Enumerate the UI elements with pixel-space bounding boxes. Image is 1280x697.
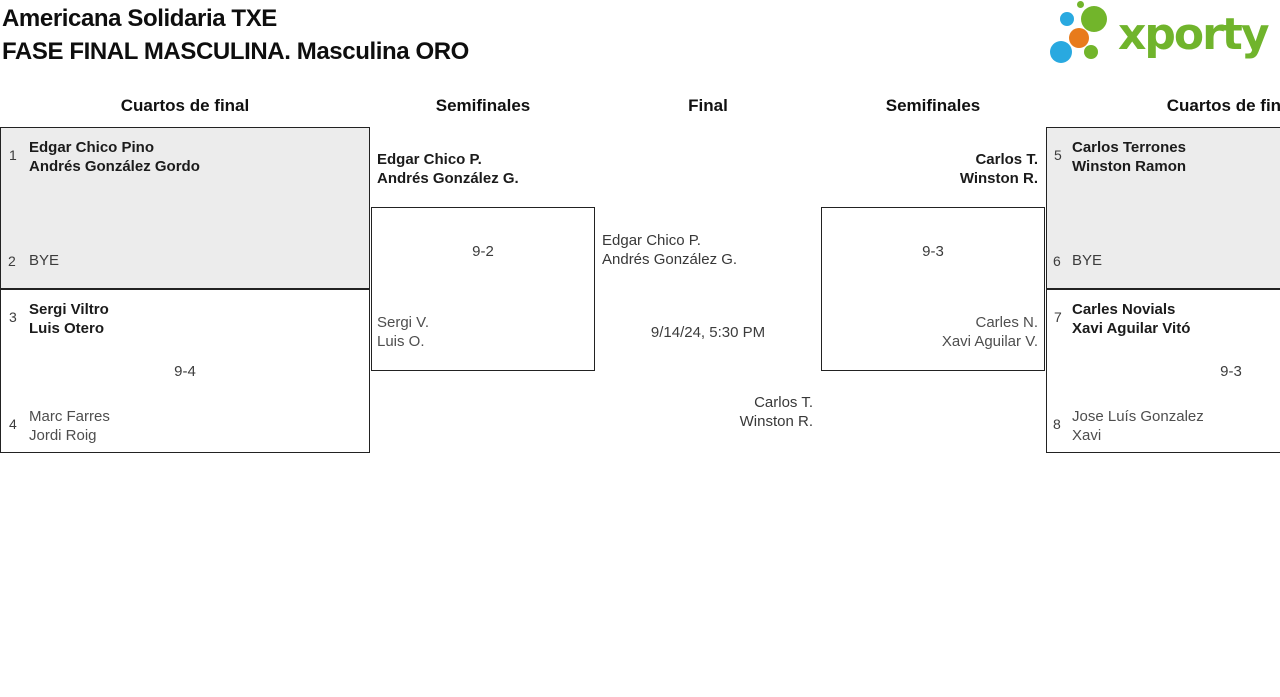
event-name: Americana Solidaria TXE: [2, 5, 277, 32]
page-title: Americana Solidaria TXE FASE FINAL MASCU…: [2, 2, 469, 68]
player-name: Sergi Viltro: [29, 301, 109, 318]
match-box-qf-right-1[interactable]: [1046, 127, 1280, 289]
player-name: Winston Ramon: [1072, 158, 1187, 175]
team-name: Carles N. Xavi Aguilar V.: [821, 313, 1038, 351]
round-header-semifinals-right: Semifinales: [885, 96, 981, 115]
round-header-semifinals-left: Semifinales: [435, 96, 531, 115]
player-name: Andrés González Gordo: [29, 158, 200, 175]
seed-number: 5: [1054, 147, 1062, 163]
round-header-quarterfinals-left: Cuartos de final: [120, 96, 250, 115]
round-header-final: Final: [688, 96, 728, 115]
team-name: Sergi V. Luis O.: [377, 313, 429, 351]
team-name: Edgar Chico Pino Andrés González Gordo: [29, 138, 200, 176]
team-name: Carlos Terrones Winston Ramon: [1072, 138, 1186, 176]
logo-dot-icon: [1050, 41, 1072, 63]
player-name: Jordi Roig: [29, 427, 97, 444]
team-name: Carlos T. Winston R.: [821, 150, 1038, 188]
seed-number: 3: [9, 309, 17, 325]
player-name: Xavi Aguilar Vitó: [1072, 320, 1191, 337]
player-name: Carlos T.: [975, 151, 1038, 168]
match-score: 9-3: [922, 243, 944, 260]
player-name: Marc Farres: [29, 408, 110, 425]
match-score: 9-2: [472, 243, 494, 260]
player-name: Winston R.: [739, 413, 813, 430]
player-name: Carles Novials: [1072, 301, 1176, 318]
bye-label: BYE: [29, 252, 60, 269]
player-name: Andrés González G.: [377, 170, 519, 187]
logo-dot-icon: [1077, 1, 1084, 8]
player-name: Winston R.: [959, 170, 1038, 187]
match-box-qf-left-2[interactable]: [0, 289, 370, 453]
player-name: Edgar Chico Pino: [29, 139, 155, 156]
player-name: Sergi V.: [377, 314, 429, 331]
seed-number: 2: [8, 253, 16, 269]
team-name: Edgar Chico P. Andrés González G.: [377, 150, 519, 188]
bye-label: BYE: [1072, 252, 1103, 269]
team-name: Carlos T. Winston R.: [596, 393, 813, 431]
seed-number: 4: [9, 416, 17, 432]
team-name: Jose Luís Gonzalez Xavi: [1072, 407, 1204, 445]
logo-dot-icon: [1060, 12, 1074, 26]
match-box-sf-left[interactable]: [371, 207, 595, 371]
team-name: Marc Farres Jordi Roig: [29, 407, 110, 445]
team-name: Sergi Viltro Luis Otero: [29, 300, 109, 338]
final-datetime: 9/14/24, 5:30 PM: [650, 324, 766, 341]
player-name: Carlos Terrones: [1072, 139, 1186, 156]
xporty-logo[interactable]: xporty: [1046, 0, 1278, 75]
player-name: Edgar Chico P.: [377, 151, 482, 168]
player-name: Andrés González G.: [602, 251, 738, 268]
player-name: Jose Luís Gonzalez: [1072, 408, 1204, 425]
xporty-wordmark: xporty: [1118, 9, 1270, 60]
player-name: Xavi: [1072, 427, 1102, 444]
logo-dot-icon: [1069, 28, 1089, 48]
seed-number: 1: [9, 147, 17, 163]
match-score: 9-4: [174, 363, 196, 380]
team-name: Carles Novials Xavi Aguilar Vitó: [1072, 300, 1190, 338]
player-name: Carlos T.: [754, 394, 813, 411]
player-name: Edgar Chico P.: [602, 232, 701, 249]
seed-number: 8: [1053, 416, 1061, 432]
match-box-sf-right[interactable]: [821, 207, 1045, 371]
player-name: Xavi Aguilar V.: [941, 333, 1038, 350]
player-name: Carles N.: [975, 314, 1038, 331]
team-name: Edgar Chico P. Andrés González G.: [602, 231, 737, 269]
player-name: Luis O.: [377, 333, 425, 350]
player-name: Luis Otero: [29, 320, 105, 337]
logo-dot-icon: [1084, 45, 1098, 59]
match-box-qf-right-2[interactable]: [1046, 289, 1280, 453]
phase-name: FASE FINAL MASCULINA. Masculina ORO: [2, 38, 469, 65]
round-header-quarterfinals-right: Cuartos de final: [1166, 96, 1280, 115]
logo-dot-icon: [1081, 6, 1107, 32]
match-score: 9-3: [1220, 363, 1242, 380]
match-box-qf-left-1[interactable]: [0, 127, 370, 289]
seed-number: 7: [1054, 309, 1062, 325]
seed-number: 6: [1053, 253, 1061, 269]
